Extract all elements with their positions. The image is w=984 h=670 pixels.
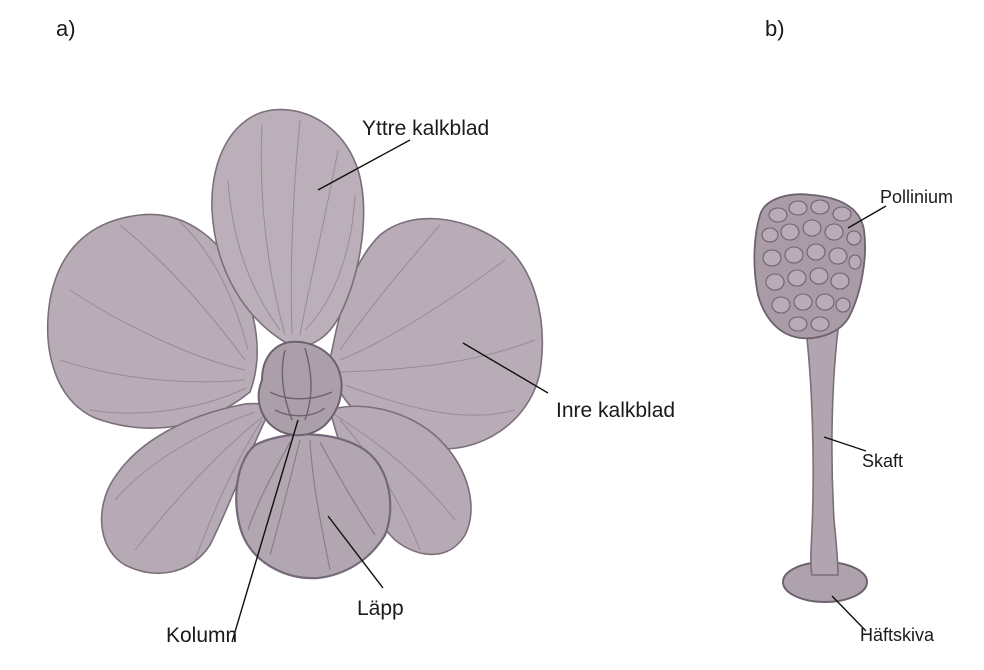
- lip: [236, 434, 390, 578]
- label-stalk: Skaft: [862, 452, 903, 470]
- orchid-flower: [48, 110, 543, 579]
- label-inner-tepal: Inre kalkblad: [556, 400, 675, 421]
- label-pollinium: Pollinium: [880, 188, 953, 206]
- column: [259, 342, 342, 435]
- label-adhesive-disc: Häftskiva: [860, 626, 934, 644]
- label-column: Kolumn: [166, 625, 237, 646]
- panel-label-a: a): [56, 18, 76, 40]
- label-outer-tepal: Yttre kalkblad: [362, 118, 489, 139]
- panel-label-b: b): [765, 18, 785, 40]
- label-lip: Läpp: [357, 598, 404, 619]
- pollinarium: [754, 194, 867, 602]
- stalk: [806, 330, 838, 575]
